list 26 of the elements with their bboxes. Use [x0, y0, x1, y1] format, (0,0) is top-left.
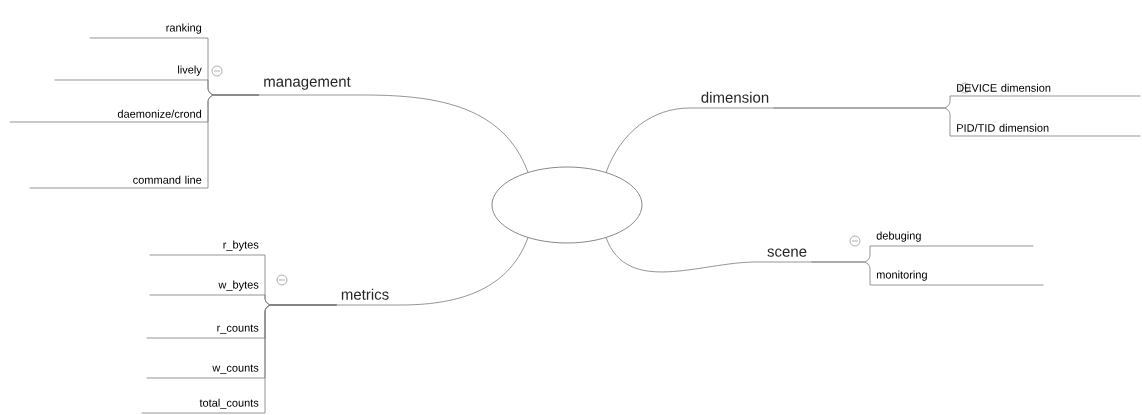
underlined-leaf: r_counts: [146, 324, 266, 339]
underlined-leaf: r_bytes: [149, 240, 266, 256]
center-ellipse: [491, 166, 643, 244]
connector: [336, 237, 529, 306]
underlined-leaf: PID/TID dimension: [949, 123, 1141, 137]
connector: [810, 261, 871, 286]
connector: [773, 107, 951, 137]
underlined-leaf: ranking: [89, 23, 209, 39]
branch-label: scene: [767, 248, 807, 257]
branch-label: dimension: [701, 91, 769, 103]
underlined-leaf: w_counts: [146, 364, 266, 379]
connector: [264, 304, 338, 414]
underlined-leaf: daemonize/crond: [9, 109, 209, 123]
connector: [207, 94, 260, 189]
connector: [258, 94, 529, 173]
underlined-leaf: command line: [29, 175, 209, 189]
underlined-leaf: lively: [54, 65, 209, 81]
underlined-leaf: total_counts: [141, 398, 266, 414]
connector: [605, 237, 812, 273]
branch-label: metrics: [341, 288, 389, 300]
connector: [605, 107, 774, 173]
underlined-leaf: monitoring: [869, 270, 1044, 286]
underlined-leaf: DEVICE dimension: [949, 83, 1141, 97]
branch-label: management: [264, 77, 351, 90]
underlined-leaf: debuging: [869, 231, 1034, 247]
underlined-leaf: w_bytes: [149, 280, 266, 296]
